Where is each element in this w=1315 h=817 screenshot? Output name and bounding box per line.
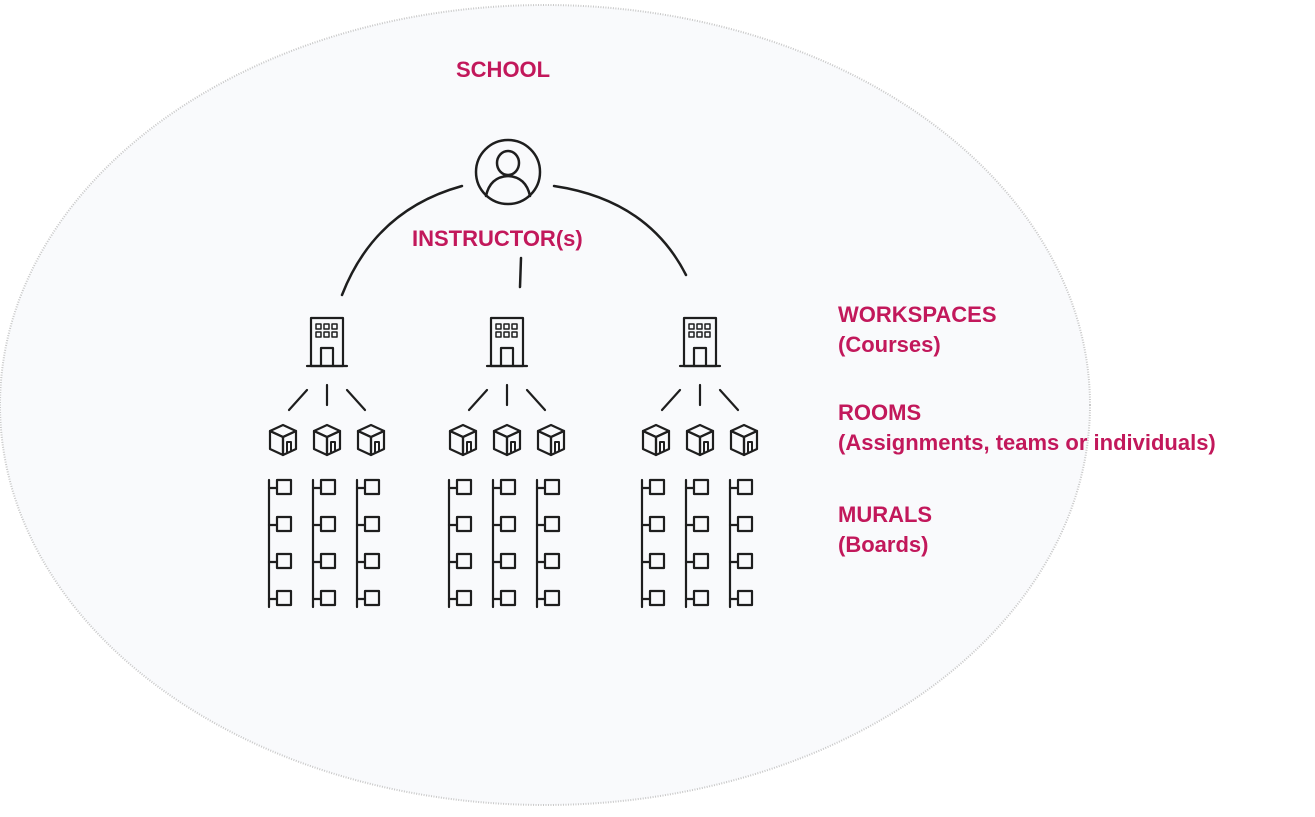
cube-room-icon (641, 423, 671, 457)
board-icon (684, 515, 710, 533)
murals-title: MURALS (838, 502, 933, 527)
board-icon (535, 478, 561, 496)
cube-room-icon (536, 423, 566, 457)
building-icon (678, 316, 722, 368)
workspaces-subtitle: (Courses) (838, 332, 941, 357)
cube-room-icon (685, 423, 715, 457)
murals-subtitle: (Boards) (838, 532, 929, 557)
board-icon (640, 552, 666, 570)
board-icon (535, 515, 561, 533)
instructor-link-center (518, 256, 523, 289)
board-icon (311, 552, 337, 570)
cube-room-icon (268, 423, 298, 457)
board-icon (640, 478, 666, 496)
workspaces-title: WORKSPACES (838, 302, 997, 327)
instructor-link-right (552, 184, 688, 277)
workspace-room-links (660, 383, 740, 412)
cube-room-icon (492, 423, 522, 457)
building-icon (305, 316, 349, 368)
mural-column (535, 478, 561, 609)
instructor-link-left (340, 184, 464, 297)
mural-column (447, 478, 473, 609)
board-icon (684, 589, 710, 607)
instructor-links (340, 184, 688, 297)
rooms-label: ROOMS (Assignments, teams or individuals… (838, 398, 1216, 458)
mural-column (491, 478, 517, 609)
board-icon (447, 478, 473, 496)
instructor-label: INSTRUCTOR(s) (412, 226, 583, 251)
workspace-room-links (287, 383, 367, 412)
cube-room-icon (356, 423, 386, 457)
board-icon (311, 589, 337, 607)
board-icon (447, 552, 473, 570)
murals-label: MURALS (Boards) (838, 500, 932, 560)
board-icon (491, 552, 517, 570)
school-label: SCHOOL (456, 57, 551, 82)
board-icon (267, 552, 293, 570)
board-icon (684, 478, 710, 496)
board-icon (491, 515, 517, 533)
cube-room-icon (312, 423, 342, 457)
board-icon (311, 478, 337, 496)
board-icon (535, 589, 561, 607)
board-icon (491, 589, 517, 607)
board-icon (447, 589, 473, 607)
board-icon (355, 552, 381, 570)
workspace-room-links (467, 383, 547, 412)
rooms-subtitle: (Assignments, teams or individuals) (838, 430, 1216, 455)
workspaces-label: WORKSPACES (Courses) (838, 300, 997, 360)
board-icon (267, 515, 293, 533)
board-icon (640, 515, 666, 533)
board-icon (311, 515, 337, 533)
board-icon (267, 589, 293, 607)
board-icon (728, 589, 754, 607)
board-icon (684, 552, 710, 570)
board-icon (728, 552, 754, 570)
cube-room-icon (448, 423, 478, 457)
school-boundary (0, 4, 1091, 806)
person-circle-icon (474, 138, 542, 206)
board-icon (728, 478, 754, 496)
board-icon (447, 515, 473, 533)
rooms-title: ROOMS (838, 400, 922, 425)
mural-column (728, 478, 754, 609)
mural-column (311, 478, 337, 609)
cube-room-icon (729, 423, 759, 457)
board-icon (491, 478, 517, 496)
mural-column (684, 478, 710, 609)
board-icon (355, 589, 381, 607)
building-icon (485, 316, 529, 368)
board-icon (267, 478, 293, 496)
board-icon (355, 478, 381, 496)
mural-column (267, 478, 293, 609)
board-icon (728, 515, 754, 533)
board-icon (355, 515, 381, 533)
workspace-tree (267, 316, 759, 609)
mural-column (355, 478, 381, 609)
board-icon (535, 552, 561, 570)
mural-column (640, 478, 666, 609)
board-icon (640, 589, 666, 607)
